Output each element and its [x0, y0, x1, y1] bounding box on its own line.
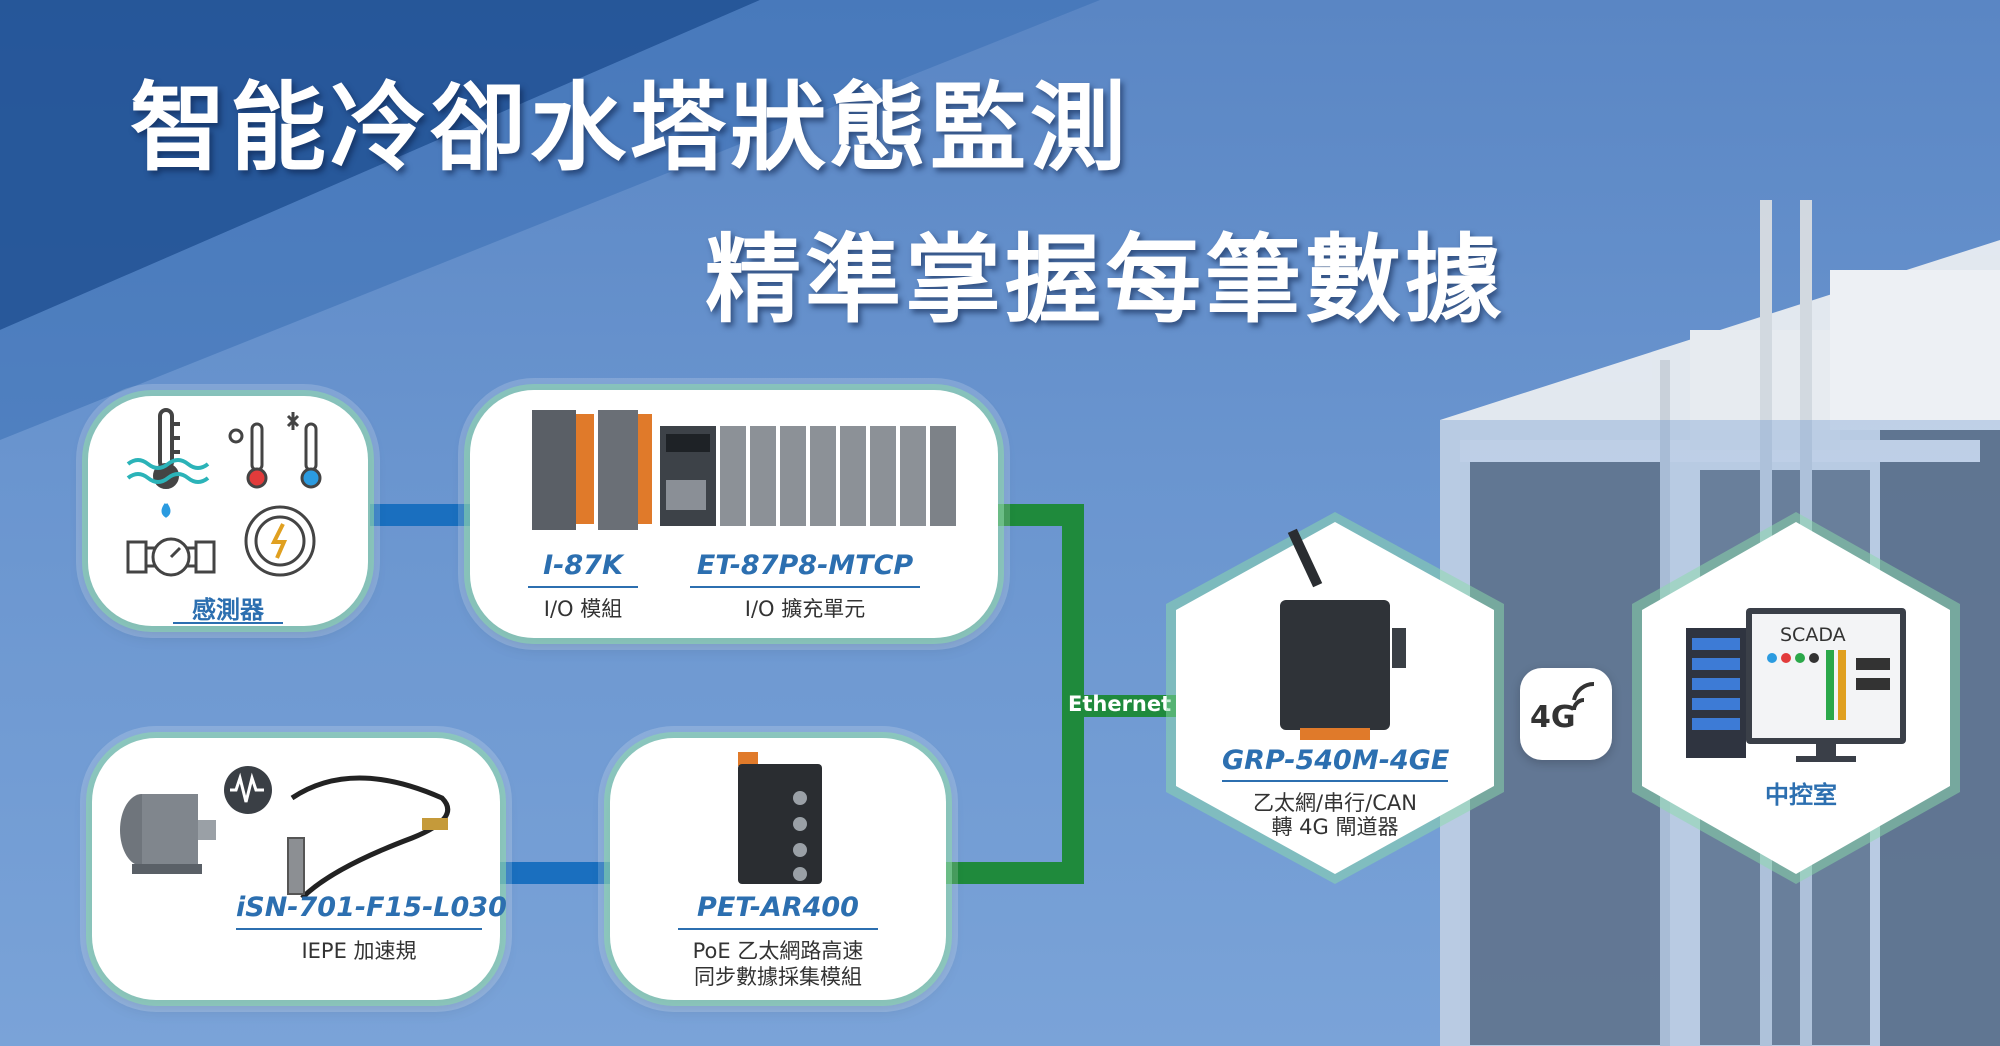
- io-module-desc: I/O 模組: [543, 597, 623, 621]
- gateway-desc-1: 乙太網/串行/CAN: [1253, 791, 1417, 815]
- gateway-hexagon: [1166, 512, 1504, 884]
- pet-ar400-desc-2: 同步數據採集模組: [694, 965, 862, 989]
- pet-ar400-underline: [678, 928, 878, 930]
- control-room-label: 中控室: [1765, 781, 1837, 809]
- accelerometer-desc: IEPE 加速規: [301, 939, 417, 963]
- signal-icon: [1572, 681, 1595, 711]
- ethernet-label: Ethernet: [1068, 692, 1172, 716]
- accelerometer-underline: [236, 928, 482, 930]
- cellular-label: 4G: [1530, 700, 1576, 735]
- scada-monitor-icon: [1746, 608, 1906, 762]
- gateway-desc-2: 轉 4G 閘道器: [1271, 815, 1399, 839]
- et87p8-unit-icon: [660, 426, 956, 526]
- gateway-underline: [1222, 780, 1448, 782]
- cellular-badge: [1520, 668, 1612, 760]
- sensor-icons: [126, 408, 322, 577]
- title-line-1: 智能冷卻水塔狀態監測: [130, 72, 1130, 184]
- connector-sensor-to-io: [370, 504, 470, 526]
- title-line-2: 精準掌握每筆數據: [705, 224, 1505, 336]
- pet-ar400-illustration: [738, 752, 822, 884]
- connector-ethernet-trunk: [1062, 504, 1084, 884]
- sensor-card: [88, 396, 368, 626]
- motor-icon: [120, 794, 216, 874]
- io-devices-illustration: [532, 410, 956, 530]
- sensor-label: 感測器: [192, 596, 264, 624]
- io-module-name: I-87K: [543, 550, 623, 581]
- pet-ar400-desc-1: PoE 乙太網路高速: [692, 939, 864, 963]
- sensor-underline: [173, 622, 283, 624]
- connector-accel-to-pet: [500, 862, 610, 884]
- scada-screen-title: SCADA: [1780, 624, 1846, 646]
- io-unit-desc: I/O 擴充單元: [744, 597, 866, 621]
- control-room-hexagon: [1632, 512, 1960, 884]
- hot-cold-thermometer-icon: [228, 412, 322, 489]
- accelerometer-sensor-icon: [287, 775, 451, 900]
- water-thermometer-icon: [126, 408, 210, 489]
- pet-ar400-name: PET-AR400: [697, 892, 859, 923]
- io-module-underline: [528, 586, 638, 588]
- gateway-name: GRP-540M-4GE: [1222, 745, 1450, 776]
- i87k-module-icon: [532, 410, 652, 530]
- io-unit-underline: [690, 586, 920, 588]
- accelerometer-name: iSN-701-F15-L030: [236, 892, 507, 923]
- connector-pet-ethernet: [946, 862, 1084, 884]
- io-unit-name: ET-87P8-MTCP: [696, 550, 914, 581]
- connector-ethernet-gateway: [1062, 695, 1180, 717]
- accelerometer-illustration: [120, 766, 451, 900]
- water-pump-icon: [126, 503, 216, 577]
- power-meter-icon: [244, 505, 316, 577]
- grp540m-gateway-icon: [1280, 528, 1406, 740]
- vibration-icon: [224, 766, 272, 814]
- server-rack-icon: [1686, 628, 1746, 758]
